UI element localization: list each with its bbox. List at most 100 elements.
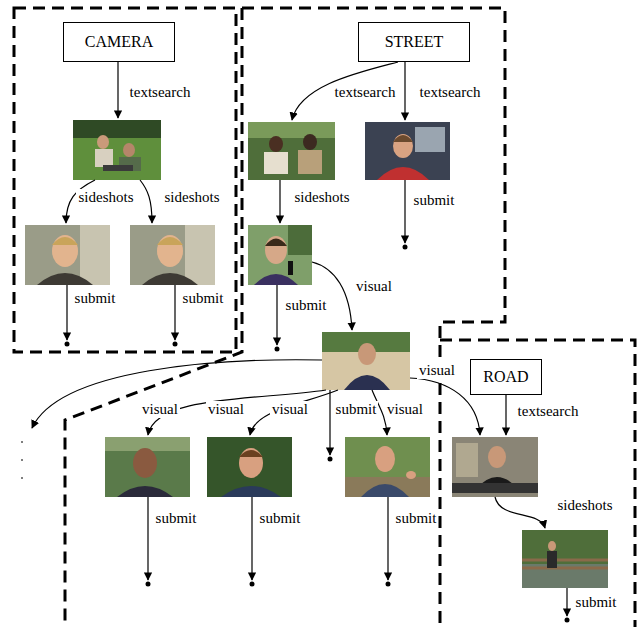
drawing-detail [375,446,395,472]
drawing-detail [488,446,506,468]
drawing-detail [505,395,506,435]
drawing-detail [547,551,557,568]
drawing-detail [452,483,538,493]
edge-label: visual [385,401,425,418]
drawing-detail [251,497,252,580]
drawing-detail [548,541,556,551]
drawing-detail [344,375,390,390]
photo-thumbnail [452,437,538,497]
drawing-detail [358,343,376,365]
drawing-detail [174,285,175,340]
edge-label: textsearch [333,84,398,101]
edge-label: submit [258,510,303,527]
drawing-detail [140,180,152,223]
drawing-detail [242,8,505,627]
drawing-detail [157,237,183,245]
edge-label: textsearch [418,84,483,101]
drawing-detail [123,143,135,157]
photo-thumbnail [130,225,215,285]
edge-label: visual [417,362,457,379]
drawing-detail [73,120,161,138]
drawing-detail [37,273,93,285]
drawing-detail [522,560,608,568]
drawing-detail [565,618,570,623]
photo-thumbnail [322,332,410,390]
drawing-detail [264,152,288,174]
drawing-detail [279,180,280,223]
drawing-detail [361,484,409,497]
drawing-detail [248,225,312,285]
edge-label: submit [574,594,619,611]
drawing-detail [365,122,450,180]
drawing-detail [254,274,298,285]
edge-label: textsearch [128,84,193,101]
photo-thumbnail [73,120,161,180]
drawing-detail [288,261,293,275]
edge-label: submit [154,510,199,527]
edge-label: visual [354,278,394,295]
drawing-detail [393,135,413,142]
drawing-detail [566,588,567,616]
drawing-detail [522,530,608,588]
drawing-detail [393,134,413,158]
drawing-detail [52,237,78,245]
drawing-detail [248,122,335,180]
drawing-detail [404,180,405,243]
edge-label: sideshots [162,189,221,206]
drawing-detail [21,477,23,479]
edge-label: visual [206,401,246,418]
drawing-detail [25,225,110,285]
drawing-detail [387,497,388,580]
drawing-detail [403,245,408,250]
edge-label: sideshots [292,189,351,206]
drawing-detail [248,122,335,138]
edge-label: submit [412,192,457,209]
drawing-detail [303,134,317,150]
photo-thumbnail [522,530,608,588]
drawing-detail [456,443,478,477]
query-box: ROAD [470,359,542,395]
query-box: CAMERA [63,22,175,62]
photo-thumbnail [25,225,110,285]
edge-label: textsearch [516,403,581,420]
drawing-detail [276,285,277,345]
drawing-detail [157,235,183,267]
drawing-detail [328,457,333,462]
photo-thumbnail [248,122,335,180]
drawing-detail [288,225,312,255]
drawing-detail [239,450,263,457]
drawing-detail [275,347,280,352]
edge-label: visual [270,401,310,418]
drawing-detail [117,62,118,118]
drawing-detail [103,165,133,171]
edge-label: submit [334,401,379,418]
drawing-detail [250,390,338,435]
drawing-detail [221,486,281,497]
drawing-detail [66,285,67,340]
edge-label: sideshots [76,189,135,206]
drawing-detail [117,486,173,497]
query-box: STREET [358,22,470,62]
drawing-detail [185,225,215,285]
ellipsis-marks [21,441,23,479]
drawing-detail [440,340,635,627]
drawing-detail [269,136,283,152]
drawing-detail [105,437,190,497]
drawing-detail [147,497,148,580]
edge-label: submit [394,510,439,527]
drawing-detail [292,62,398,120]
edge-label: submit [73,290,118,307]
photo-thumbnail [105,437,190,497]
drawing-detail [345,477,430,497]
drawing-detail [32,360,322,428]
edge-label: submit [284,297,329,314]
drawing-detail [495,497,545,528]
edge-label: submit [181,290,226,307]
drawing-detail [142,273,198,285]
query-term: STREET [385,33,444,51]
drawing-detail [322,332,410,390]
drawing-detail [298,150,322,174]
